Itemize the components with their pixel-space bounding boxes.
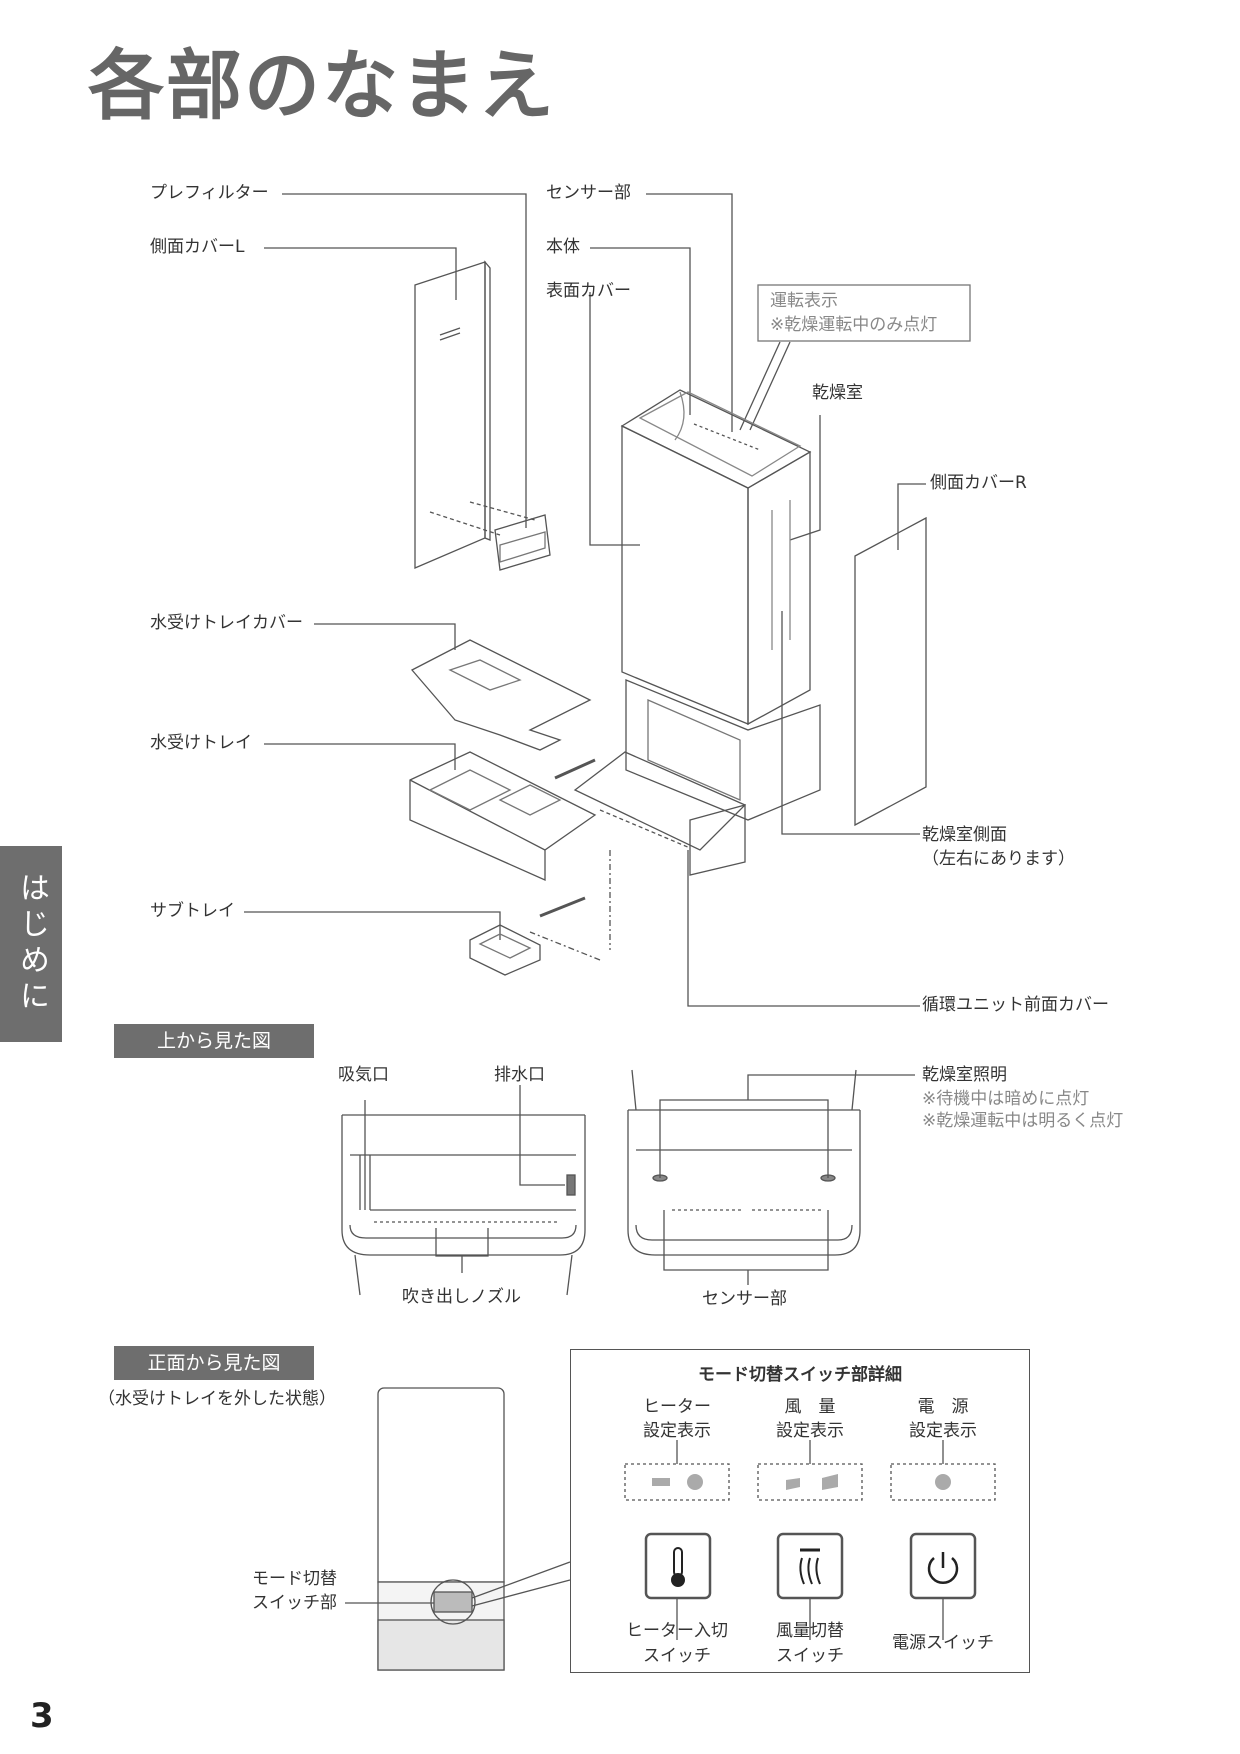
label-op-display: 運転表示: [770, 291, 838, 311]
thermometer-icon: [671, 1547, 685, 1587]
label-heater-switch: ヒーター入切: [626, 1621, 728, 1641]
label-mode-switch-2: スイッチ部: [252, 1593, 337, 1613]
leader-body: [590, 247, 691, 415]
label-mode-switch: モード切替: [252, 1569, 337, 1589]
label-nozzle: 吹き出しノズル: [402, 1287, 521, 1307]
front-view-heading: 正面から見た図: [114, 1346, 314, 1380]
detail-title: モード切替スイッチ部詳細: [698, 1365, 902, 1385]
leader-tray-cover: [314, 623, 456, 650]
label-side-cover-r: 側面カバーR: [930, 473, 1027, 493]
fan-switch-button[interactable]: [778, 1534, 842, 1598]
label-lighting-note-2: ※乾燥運転中は明るく点灯: [922, 1111, 1124, 1131]
chapter-tab: はじめに: [0, 846, 62, 1042]
label-tray-cover: 水受けトレイカバー: [150, 613, 303, 633]
label-fan-switch-2: スイッチ: [776, 1646, 844, 1666]
label-unit-front-cover: 循環ユニット前面カバー: [922, 995, 1109, 1015]
label-fan-display: 風 量: [784, 1397, 836, 1417]
leader-sensor: [646, 193, 733, 432]
label-power-switch: 電源スイッチ: [892, 1633, 994, 1653]
leader-surface-cover: [589, 292, 640, 546]
label-heater-display-2: 設定表示: [643, 1421, 711, 1441]
label-power-display: 電 源: [917, 1397, 969, 1417]
label-intake: 吸気口: [338, 1065, 389, 1085]
leader-prefilter: [282, 193, 527, 528]
label-drying-room: 乾燥室: [812, 383, 863, 403]
label-lighting-note-1: ※待機中は暗めに点灯: [922, 1089, 1090, 1109]
heater-switch-button[interactable]: [646, 1534, 710, 1598]
leader-drying-room: [789, 415, 821, 541]
label-side-cover-l: 側面カバーL: [150, 237, 245, 257]
label-power-display-2: 設定表示: [909, 1421, 977, 1441]
front-view-subtitle: （水受けトレイを外した状態）: [98, 1389, 336, 1409]
label-prefilter: プレフィルター: [150, 183, 269, 203]
label-sensor: センサー部: [546, 183, 631, 203]
label-fan-display-2: 設定表示: [776, 1421, 844, 1441]
power-icon: [927, 1552, 959, 1584]
label-drying-side-note: （左右にあります）: [922, 849, 1075, 869]
label-op-display-note: ※乾燥運転中のみ点灯: [770, 315, 938, 335]
label-body: 本体: [546, 237, 580, 257]
label-heater-switch-2: スイッチ: [643, 1646, 711, 1666]
leader-unit-front-cover: [687, 850, 920, 1007]
leader-side-cover-r: [897, 483, 926, 550]
leader-tray: [264, 743, 456, 770]
label-surface-cover: 表面カバー: [546, 281, 631, 301]
wind-icon: [799, 1548, 821, 1585]
leader-drying-side: [781, 611, 920, 835]
label-tray: 水受けトレイ: [150, 733, 252, 753]
label-subtray: サブトレイ: [150, 901, 235, 921]
page-title: 各部のなまえ: [88, 41, 556, 130]
label-heater-display: ヒーター: [643, 1397, 711, 1417]
label-lighting: 乾燥室照明: [922, 1065, 1007, 1085]
page-number: 3: [30, 1696, 54, 1736]
power-switch-button[interactable]: [911, 1534, 975, 1598]
label-fan-switch: 風量切替: [776, 1621, 844, 1641]
switch-detail-panel: [570, 1349, 1030, 1673]
leader-side-cover-l: [264, 247, 457, 300]
label-drain: 排水口: [494, 1065, 545, 1085]
leader-subtray: [244, 911, 501, 940]
label-drying-side: 乾燥室側面: [922, 825, 1007, 845]
top-view-heading: 上から見た図: [114, 1024, 314, 1058]
label-top-sensor: センサー部: [702, 1289, 787, 1309]
